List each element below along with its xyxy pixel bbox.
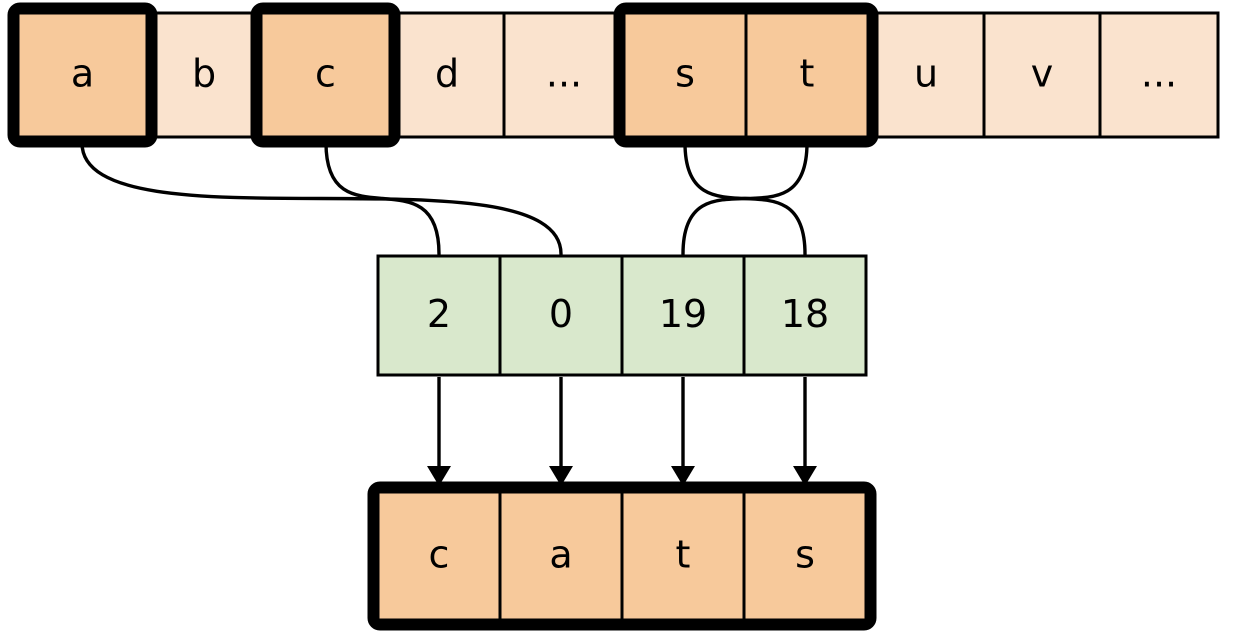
output-cell-rect	[498, 490, 624, 622]
vocab-cell-label: a	[71, 52, 94, 96]
vocab-cell-ellipsis-4[interactable]: ...	[502, 11, 626, 139]
vocab-cell-b[interactable]: b	[145, 11, 263, 139]
index-cell-rect	[742, 254, 868, 377]
vocab-cell-t[interactable]: t	[744, 11, 870, 139]
arrow-18-to-s	[793, 377, 817, 486]
vocab-cell-v[interactable]: v	[982, 11, 1102, 139]
index-cell-2[interactable]: 2	[376, 254, 502, 377]
arrow-0-to-a	[549, 377, 573, 486]
arrow-2-to-c	[427, 377, 451, 486]
link-a-to-0	[80, 141, 563, 256]
vocab-cell-label: t	[800, 52, 815, 96]
output-cell-s[interactable]: s	[742, 490, 868, 622]
vocab-cell-rect	[145, 11, 263, 139]
vocab-cell-label: b	[192, 52, 216, 96]
index-cell-label: 2	[427, 292, 451, 336]
vocab-cell-label: s	[675, 52, 695, 96]
vocab-cell-rect	[1098, 11, 1220, 139]
index-to-output-arrows	[427, 377, 817, 486]
vocab-cell-rect	[744, 11, 870, 139]
arrow-head-icon	[427, 466, 451, 486]
output-cell-t[interactable]: t	[620, 490, 746, 622]
vocab-cell-rect	[982, 11, 1102, 139]
index-cell-label: 18	[781, 292, 829, 336]
vocab-cell-ellipsis-9[interactable]: ...	[1098, 11, 1220, 139]
output-cell-label: c	[429, 533, 450, 577]
index-cell-label: 0	[549, 292, 573, 336]
index-cell-rect	[498, 254, 624, 377]
vocab-cell-label: v	[1031, 52, 1054, 96]
vocab-cell-label: u	[914, 52, 938, 96]
vocab-cell-u[interactable]: u	[866, 11, 986, 139]
vocabulary-to-index-links	[80, 141, 809, 256]
output-cell-a[interactable]: a	[498, 490, 624, 622]
vocab-cell-c[interactable]: c	[259, 11, 392, 139]
link-t-to-19	[681, 141, 809, 256]
arrow-head-icon	[793, 466, 817, 486]
index-cell-0[interactable]: 0	[498, 254, 624, 377]
output-cell-label: t	[676, 533, 691, 577]
vocab-cell-d[interactable]: d	[388, 11, 506, 139]
index-cell-rect	[620, 254, 746, 377]
selection-box-st[interactable]	[613, 2, 879, 148]
output-cell-label: s	[795, 533, 815, 577]
arrow-head-icon	[671, 466, 695, 486]
index-cell-label: 19	[659, 292, 707, 336]
vocab-cell-a[interactable]: a	[16, 11, 149, 139]
vocab-cell-label: ...	[546, 52, 582, 96]
output-cell-label: a	[549, 533, 572, 577]
output-word-outline[interactable]	[367, 481, 877, 631]
vocab-cell-s[interactable]: s	[622, 11, 748, 139]
output-cell-c[interactable]: c	[376, 490, 502, 622]
vocab-cell-label: c	[315, 52, 336, 96]
link-c-to-2	[324, 141, 441, 256]
vocabulary-row: a b c d... s t u v...	[16, 11, 1220, 139]
arrow-19-to-t	[671, 377, 695, 486]
index-cell-18[interactable]: 18	[742, 254, 868, 377]
index-cell-rect	[376, 254, 502, 377]
arrow-head-icon	[549, 466, 573, 486]
index-cell-19[interactable]: 19	[620, 254, 746, 377]
vocab-cell-label: ...	[1141, 52, 1177, 96]
vocab-cell-label: d	[435, 52, 459, 96]
